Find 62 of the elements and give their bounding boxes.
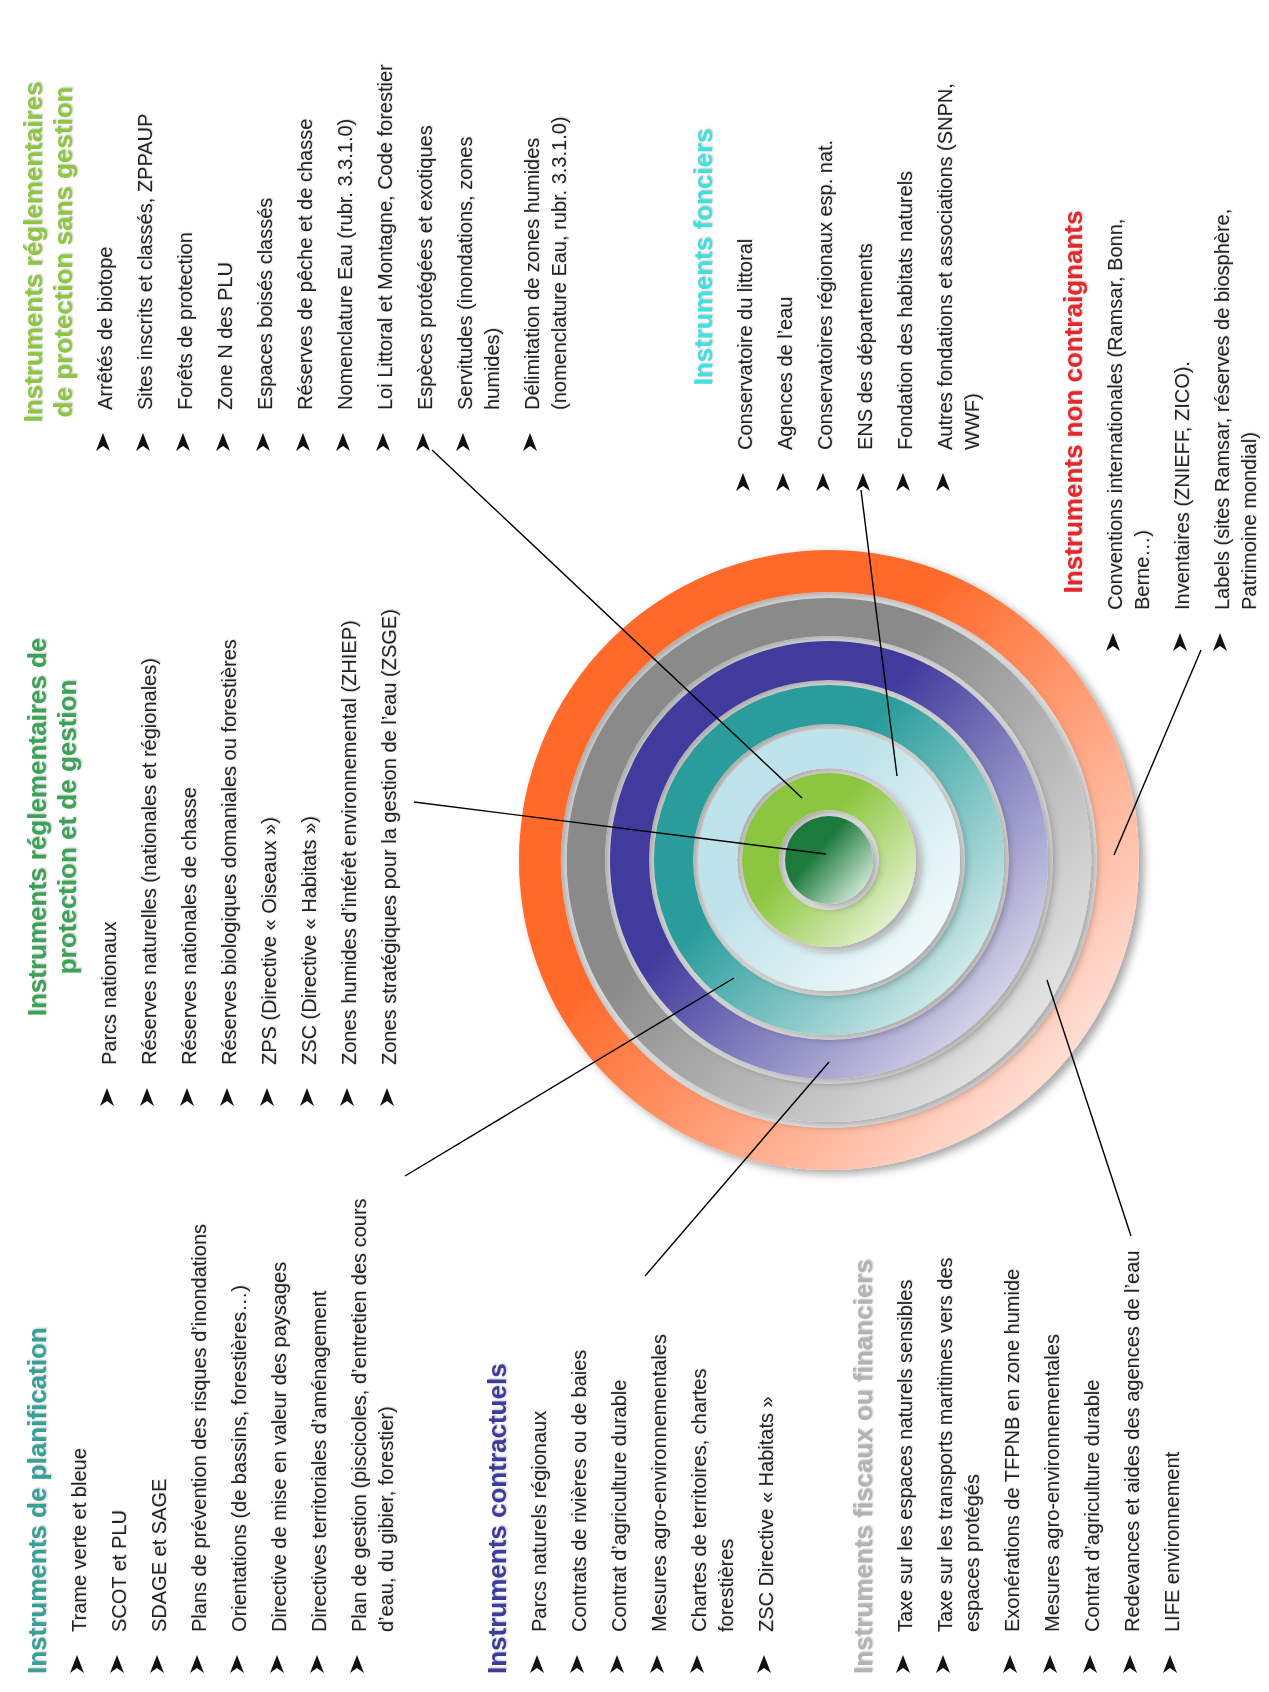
list-item: ZSC Directive « Habitats »	[754, 1396, 778, 1632]
list-item: Espaces boisés classés	[253, 197, 277, 410]
list-item: Servitudes (inondations, zones humides)	[453, 135, 504, 410]
list-item: Forêts de protection	[173, 232, 197, 410]
list-item: Réserves naturelles (nationales et régionales)	[137, 658, 161, 1065]
list-item: ZSC (Directive « Habitats »)	[297, 816, 321, 1065]
list-item: Contrat d’agriculture durable	[1080, 1379, 1104, 1632]
leader-line	[860, 489, 898, 777]
list-item: Contrat d’agriculture durable	[607, 1379, 631, 1632]
group-title: Instruments réglementaires de protection sans gestion	[18, 80, 78, 425]
leader-line	[1046, 979, 1132, 1237]
list-item: Mesures agro-environnementales	[647, 1334, 671, 1632]
list-item: Agences de l’eau	[773, 296, 797, 450]
list-item: Inventaires (ZNIEFF, ZICO).	[1170, 361, 1194, 610]
leader-line	[644, 1061, 830, 1277]
list-item: Conservatoire du littoral	[733, 238, 757, 450]
list-item: Plans de prévention des risques d’inondations	[187, 1223, 211, 1632]
group-title: Instruments contractuels	[482, 1362, 512, 1674]
list-item: Directives territoriales d’aménagement	[307, 1290, 331, 1632]
list-item: ENS des départements	[853, 243, 877, 450]
list-item: Zones stratégiques pour la gestion de l’eau (ZSGE)	[377, 609, 401, 1065]
list-item: LIFE environnement	[1160, 1451, 1184, 1632]
list-item: Mesures agro-environnementales	[1040, 1334, 1064, 1632]
list-item: ZPS (Directive « Oiseaux »)	[257, 817, 281, 1065]
list-item: Réserves nationales de chasse	[177, 787, 201, 1065]
group-title: Instruments de planification	[22, 1326, 52, 1674]
list-item: Plan de gestion (piscicoles, d’entretien des cours d’eau, du gibier, forestier)	[347, 1197, 398, 1632]
leader-line	[1113, 649, 1202, 856]
list-item: Trame verte et bleue	[67, 1448, 91, 1632]
list-item: Contrats de rivières ou de baies	[567, 1349, 591, 1632]
group-title: Instruments fiscaux ou financiers	[848, 1258, 878, 1674]
list-item: Réserves biologiques domaniales ou forestières	[217, 639, 241, 1065]
group-title: Instruments réglementaires de protection et de gestion	[22, 636, 82, 1019]
list-item: Arrêtés de biotope	[93, 246, 117, 410]
group-title: Instruments fonciers	[688, 127, 718, 388]
list-item: Réserves de pêche et de chasse	[293, 118, 317, 410]
list-item: Autres fondations et associations (SNPN, WWF)	[933, 82, 984, 450]
list-item: Orientations (de bassins, forestières…)	[227, 1285, 251, 1632]
list-item: Zone N des PLU	[213, 262, 237, 410]
list-item: Délimitation de zones humides (nomenclature Eau, rubr. 3.3.1.0)	[520, 115, 571, 410]
list-item: Parcs nationaux	[97, 921, 121, 1065]
list-item: Redevances et aides des agences de l’eau	[1120, 1250, 1144, 1632]
list-item: Taxe sur les espaces naturels sensibles	[893, 1279, 917, 1632]
list-item: SCOT et PLU	[107, 1510, 131, 1632]
list-item: Conservatoires régionaux esp. nat.	[813, 139, 837, 450]
list-item: Loi Littoral et Montagne, Code forestier	[373, 64, 397, 410]
list-item: Exonérations de TFPNB en zone humide	[1000, 1268, 1024, 1632]
list-item: Nomenclature Eau (rubr. 3.3.1.0)	[333, 118, 357, 410]
list-item: Fondation des habitats naturels	[893, 170, 917, 450]
list-item: SDAGE et SAGE	[147, 1478, 171, 1632]
list-item: Labels (sites Ramsar, réserves de biosphère, Patrimoine mondial)	[1210, 207, 1261, 610]
list-item: Zones humides d’intérêt environnemental (ZHIEP)	[337, 620, 361, 1065]
group-title: Instruments non contraignants	[1058, 209, 1088, 596]
leader-line	[413, 801, 827, 855]
leader-line	[431, 449, 803, 799]
list-item: Sites inscrits et classés, ZPPAUP	[133, 113, 157, 410]
list-item: Directive de mise en valeur des paysages	[267, 1261, 291, 1632]
list-item: Espèces protégées et exotiques	[413, 125, 437, 410]
list-item: Chartes de territoires, chartes forestières	[687, 1367, 738, 1632]
list-item: Taxe sur les transports maritimes vers des espaces protégés	[933, 1256, 984, 1632]
list-item: Conventions internationales (Ramsar, Bonn, Berne…)	[1103, 217, 1154, 610]
list-item: Parcs naturels régionaux	[527, 1410, 551, 1632]
